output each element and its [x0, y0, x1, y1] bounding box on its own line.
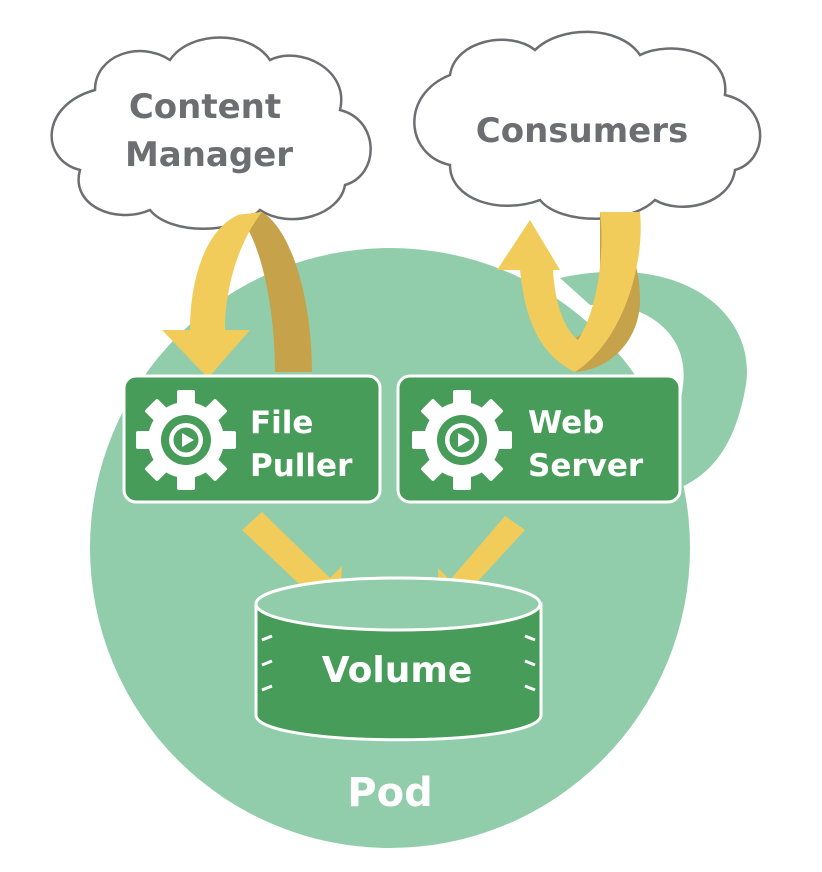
web-server-line1: Web: [528, 405, 604, 441]
content-manager-cloud: Content Manager: [50, 36, 372, 230]
file-puller-line2: Puller: [250, 448, 353, 484]
content-arrow: [162, 212, 312, 378]
web-server-container: Web Server: [396, 374, 682, 504]
content-manager-line2: Manager: [125, 135, 293, 175]
file-puller-line1: File: [250, 405, 313, 441]
consumers-label: Consumers: [476, 111, 688, 151]
pod-loop-ring: [560, 271, 748, 500]
gear-icon: [136, 390, 236, 490]
web-server-line2: Server: [528, 448, 644, 484]
consumers-cloud: Consumers: [413, 30, 762, 220]
consumers-arrow: [497, 212, 641, 372]
content-manager-line1: Content: [129, 87, 281, 127]
pod-label: Pod: [347, 770, 432, 816]
volume-cylinder: Volume: [254, 576, 543, 742]
gear-icon: [412, 390, 512, 490]
file-puller-container: File Puller: [122, 374, 382, 504]
volume-label: Volume: [322, 650, 473, 691]
